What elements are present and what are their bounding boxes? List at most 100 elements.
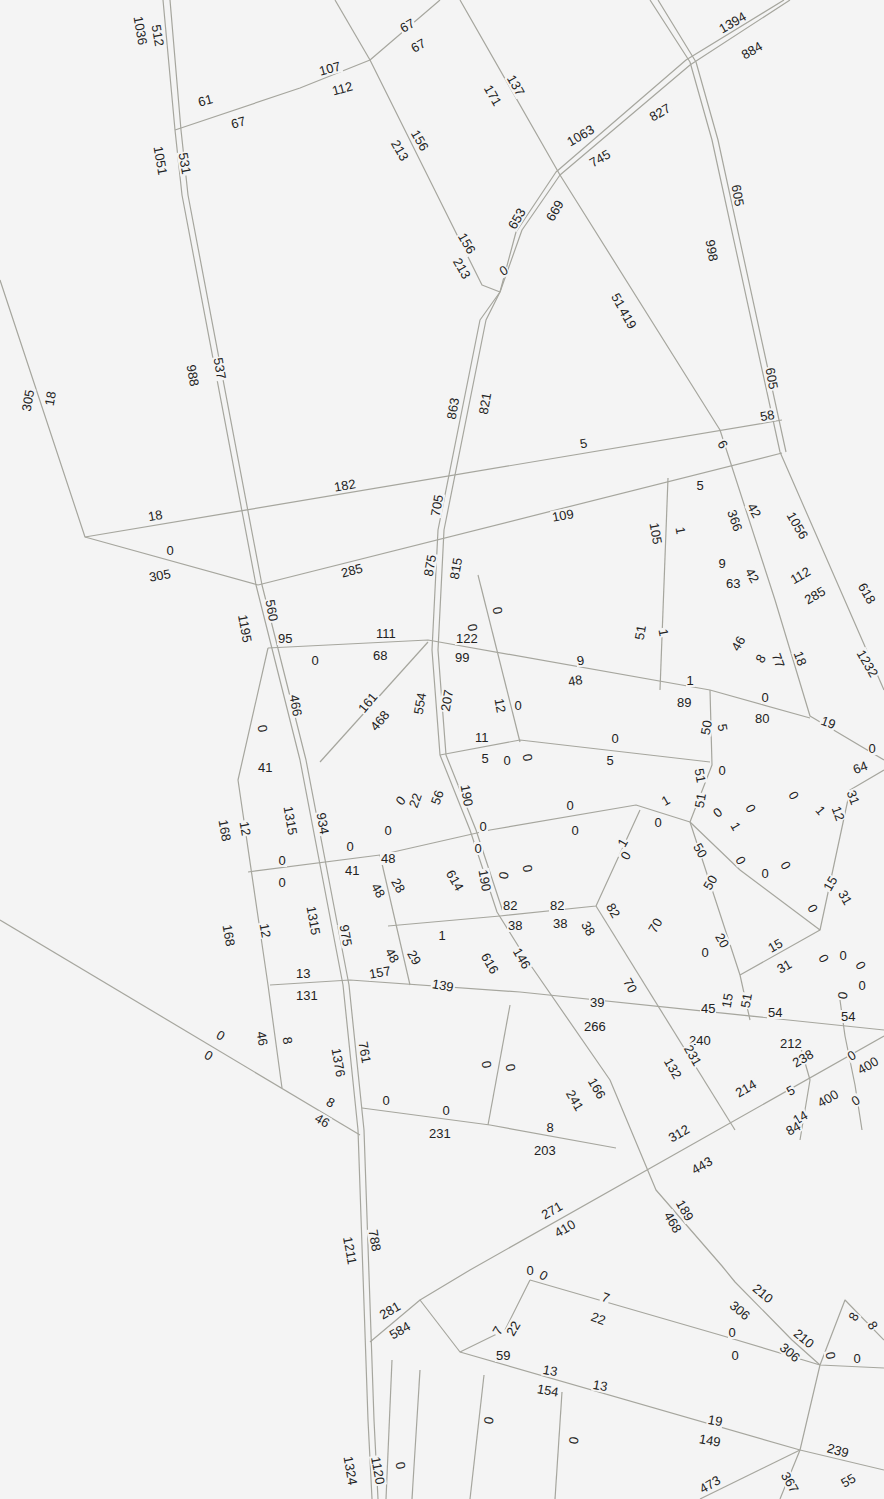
traffic-count: 0 [611,732,620,745]
traffic-count: 50 [690,840,709,861]
traffic-count: 0 [520,862,534,873]
traffic-count: 42 [742,565,761,586]
traffic-count: 9 [718,557,727,570]
traffic-count: 168 [220,922,237,948]
traffic-count: 815 [447,555,464,581]
traffic-count: 156 [408,126,431,153]
traffic-count: 1315 [304,904,322,937]
traffic-count: 618 [855,579,878,606]
traffic-count: 156 [455,229,478,256]
traffic-count: 18 [791,648,809,668]
traffic-count: 0 [503,754,512,767]
traffic-count: 212 [779,1037,803,1050]
traffic-count: 0 [213,1027,227,1043]
traffic-count: 419 [616,304,639,331]
traffic-count: 45 [700,1002,716,1015]
traffic-count: 122 [455,632,479,645]
traffic-count: 5 [606,754,615,767]
traffic-count: 0 [479,820,488,833]
traffic-count: 0 [311,654,320,667]
traffic-count: 22 [503,1318,522,1339]
traffic-count: 89 [676,696,692,709]
traffic-count: 0 [868,742,877,755]
traffic-count: 210 [750,1280,777,1305]
traffic-count: 38 [578,918,597,939]
traffic-count: 1 [673,524,687,535]
traffic-count: 20 [712,930,731,951]
traffic-count: 7 [489,1323,505,1337]
traffic-count: 77 [769,650,787,670]
traffic-count: 0 [731,1349,740,1362]
traffic-count: 934 [314,810,331,836]
traffic-count: 137 [504,71,527,98]
traffic-count: 0 [815,951,831,965]
traffic-count: 975 [337,922,354,948]
traffic-count: 31 [835,887,854,908]
traffic-count: 15 [820,873,839,894]
traffic-count: 0 [496,262,510,278]
traffic-count: 0 [852,958,868,972]
traffic-count: 29 [404,947,423,968]
traffic-count: 41 [257,761,273,774]
traffic-count: 998 [703,237,720,263]
traffic-count: 705 [428,492,445,518]
traffic-count: 9 [574,653,585,667]
traffic-count: 38 [552,917,568,930]
traffic-count: 63 [725,577,741,590]
traffic-count: 5 [481,752,490,765]
traffic-count: 560 [263,597,280,623]
traffic-count: 46 [254,1029,270,1047]
traffic-count: 1036 [131,14,149,47]
traffic-count: 367 [778,1469,801,1496]
traffic-count: 61 [196,92,215,109]
traffic-count: 210 [791,1325,818,1350]
traffic-count: 82 [603,900,622,921]
traffic-count: 788 [366,1227,383,1253]
traffic-count: 305 [19,387,36,413]
traffic-count: 51 [632,623,648,641]
traffic-count: 1 [686,674,695,687]
traffic-count: 82 [549,899,565,912]
traffic-count: 1315 [281,804,299,837]
traffic-count: 13 [591,1377,609,1393]
traffic-count: 13 [295,967,311,980]
traffic-count: 0 [654,816,663,829]
traffic-count: 1232 [854,646,881,679]
traffic-count: 54 [767,1006,783,1019]
traffic-count: 46 [312,1110,333,1129]
traffic-count: 512 [149,22,166,48]
traffic-count: 0 [166,544,175,557]
traffic-count: 1120 [369,1454,387,1486]
traffic-count: 15 [765,935,786,954]
traffic-count: 12 [237,819,253,837]
traffic-count: 38 [507,919,523,932]
traffic-count: 70 [645,915,664,936]
traffic-count: 50 [698,718,714,736]
traffic-count: 18 [146,507,164,523]
traffic-count: 95 [277,632,293,645]
traffic-count: 48 [380,852,396,865]
traffic-count: 12 [829,803,847,823]
traffic-count: 5 [783,1082,797,1098]
traffic-count: 0 [442,1104,451,1117]
traffic-count: 0 [785,788,801,802]
traffic-count: 1195 [236,612,254,644]
traffic-count: 8 [546,1121,555,1134]
traffic-count: 7 [599,1289,612,1304]
traffic-count: 614 [443,866,466,893]
traffic-count: 0 [761,691,770,704]
traffic-count: 241 [563,1086,586,1113]
traffic-count: 28 [388,875,407,896]
traffic-count: 0 [718,764,727,777]
traffic-count: 109 [550,507,576,524]
traffic-count: 149 [697,1432,723,1449]
traffic-count: 51 [692,766,708,784]
traffic-count: 0 [761,867,770,880]
traffic-count: 19 [818,713,838,731]
traffic-count: 761 [356,1039,373,1065]
traffic-count: 554 [411,690,428,716]
traffic-count: 875 [421,552,438,578]
traffic-count: 410 [551,1216,578,1239]
traffic-count: 46 [728,633,747,654]
